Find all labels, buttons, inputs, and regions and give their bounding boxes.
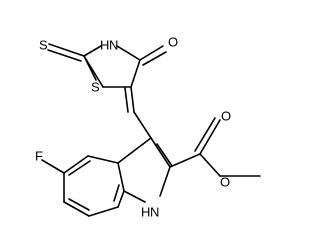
atom-label-fluorine: F — [35, 149, 43, 164]
atom-labels: S H N O S F O O N H — [35, 35, 231, 220]
atom-label-n-indole: N — [150, 205, 159, 220]
benzene-ring-bonds — [63, 155, 125, 217]
thiazolidine-ring-bonds — [83, 45, 141, 88]
ester-bonds — [169, 117, 261, 177]
atom-label-h-nh: H — [100, 38, 109, 53]
atom-label-s-ring: S — [91, 80, 100, 95]
ketone-double-bond — [139, 45, 167, 66]
atom-label-n-thiazolidine: N — [109, 38, 118, 53]
fluorine-bond — [41, 159, 65, 174]
atom-label-o-ester: O — [220, 175, 230, 190]
pyrrole-ring-bonds — [117, 137, 173, 203]
atom-label-s-thione: S — [39, 38, 48, 53]
atom-label-h-indole: H — [141, 205, 150, 220]
molecule-structure: S H N O S F O O N H — [35, 35, 261, 220]
atom-label-o-ketone: O — [168, 35, 178, 50]
thione-double-bond — [47, 43, 85, 62]
exocyclic-methine-bonds — [124, 86, 152, 139]
atom-label-o-carbonyl: O — [221, 109, 231, 124]
